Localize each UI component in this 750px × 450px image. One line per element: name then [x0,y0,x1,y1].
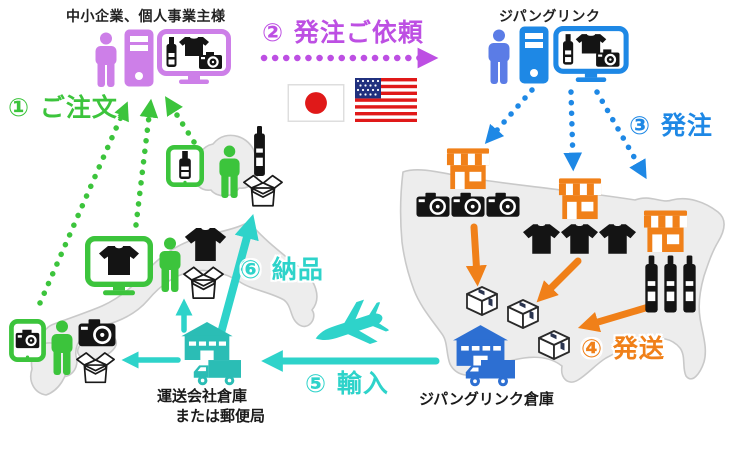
purchase-dotted-arrows-blue [484,87,647,180]
customer-icons-group [95,29,229,87]
japan-warehouse-label-line1: 運送会社倉庫 [157,387,248,405]
purchase-arrow-to-store1 [484,87,535,145]
step-5-import-label: ⑤ 輸入 [305,369,389,398]
japan-flag [287,84,345,122]
japan-warehouse-label: 運送会社倉庫 または郵便局 [157,386,265,426]
step-3-purchase-label: ③ 発注 [629,111,713,140]
airplane-group [308,295,392,360]
step-1-order-label: ① ご注文 [8,93,118,122]
purchase-arrow-to-store2 [563,89,583,172]
order-dotted-arrows-green [37,96,197,306]
airplane-icon [308,295,392,360]
step-2-request-label: ② 発注ご依頼 [262,18,424,47]
purchase-arrow-to-store3 [594,89,647,180]
step-4-ship-label: ④ 発送 [581,334,665,363]
company-title: ジパングリンク [499,9,601,25]
customer-title: 中小企業、個人事業主様 [66,9,226,25]
step-6-delivery-label: ⑥ 納品 [240,255,324,284]
company-icons-group [488,26,627,84]
truck-icon [193,360,241,386]
japan-warehouse-label-line2: または郵便局 [175,407,266,425]
order-arrow-from-north-customer [165,96,197,145]
open-box-icon [183,266,224,300]
ship-arrows-orange [465,223,656,333]
wine-bottle-icon [254,126,265,176]
computer-tower-icon [519,26,549,84]
usa-flag [355,78,417,122]
delivery-arrow-to-north [214,214,259,348]
parcel-box-icon [466,286,498,316]
import-delivery-arrows-cyan [121,214,440,372]
parcel-box-icon [507,299,539,329]
ship-arrow-from-bottles [577,302,656,333]
store-icon [446,148,490,190]
parcel-box-icon [538,330,570,360]
order-arrow-from-west-customer [37,101,129,306]
person-icon [488,29,510,84]
person-icon [95,32,117,87]
monitor-with-goods-icon [160,32,229,85]
order-arrow-from-central-customer [133,98,159,228]
store-icon [558,178,602,220]
computer-tower-icon [124,29,154,87]
ship-arrow-from-cameras [465,223,487,287]
us-warehouse-label: ジパングリンク倉庫 [419,390,554,408]
open-box-icon [243,174,283,207]
japan-warehouse-group [181,322,241,386]
monitor-with-goods-icon [556,29,626,82]
ship-arrow-from-tshirts [536,257,582,303]
tablet-icon [168,147,201,184]
monitor-with-goods-icon [88,239,151,296]
store-icon [643,210,688,253]
tablet-icon [11,321,43,359]
